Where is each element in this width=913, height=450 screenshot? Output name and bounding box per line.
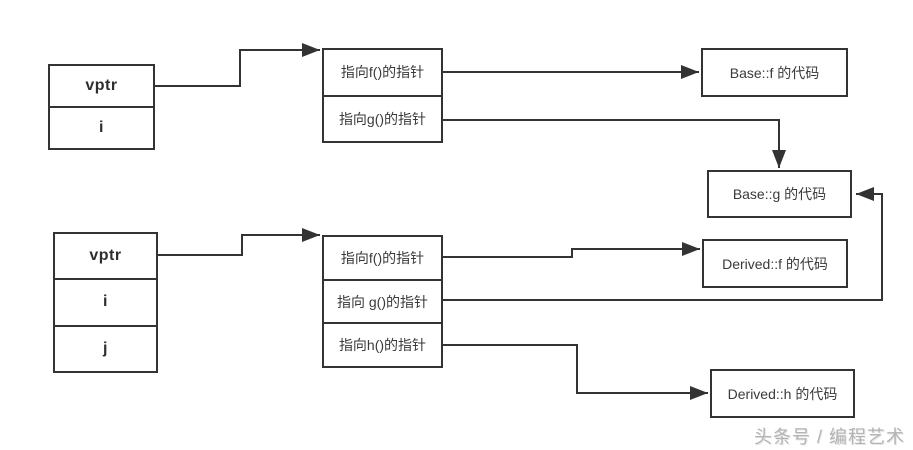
base-vtable-box: 指向f()的指针 指向g()的指针: [322, 48, 443, 143]
arrow-derived-vtable-g-to-base-g-code: [443, 187, 883, 301]
base-object-i-cell: i: [50, 106, 153, 148]
arrow-derived-vtable-f-to-derived-f-code: [443, 242, 700, 258]
derived-object-j-cell: j: [55, 324, 156, 371]
base-g-code-box: Base::g 的代码: [707, 170, 852, 218]
derived-h-code-box: Derived::h 的代码: [710, 369, 855, 418]
arrow-base-vptr-to-base-vtable: [155, 43, 320, 87]
arrow-derived-vtable-h-to-derived-h-code: [443, 344, 708, 400]
derived-vtable-box: 指向f()的指针 指向 g()的指针 指向h()的指针: [322, 235, 443, 368]
arrow-base-vtable-g-to-base-g-code: [443, 119, 786, 168]
watermark-text: 头条号 / 编程艺术: [753, 427, 905, 447]
derived-vtable-h-pointer-cell: 指向h()的指针: [324, 322, 441, 366]
derived-vtable-f-pointer-cell: 指向f()的指针: [340, 249, 425, 266]
derived-object-box: vptr i j: [53, 232, 158, 373]
derived-object-i-cell: i: [55, 278, 156, 324]
base-f-code-box: Base::f 的代码: [701, 48, 848, 97]
base-vtable-f-pointer-cell: 指向f()的指针: [340, 64, 425, 81]
base-object-vptr-cell: vptr: [85, 77, 118, 94]
derived-f-code-box: Derived::f 的代码: [702, 239, 848, 288]
base-vtable-g-pointer-cell: 指向g()的指针: [324, 94, 441, 142]
arrow-derived-vptr-to-derived-vtable: [158, 228, 320, 256]
derived-object-vptr-cell: vptr: [89, 247, 122, 265]
base-object-box: vptr i: [48, 64, 155, 150]
derived-vtable-g-pointer-cell: 指向 g()的指针: [324, 278, 441, 323]
